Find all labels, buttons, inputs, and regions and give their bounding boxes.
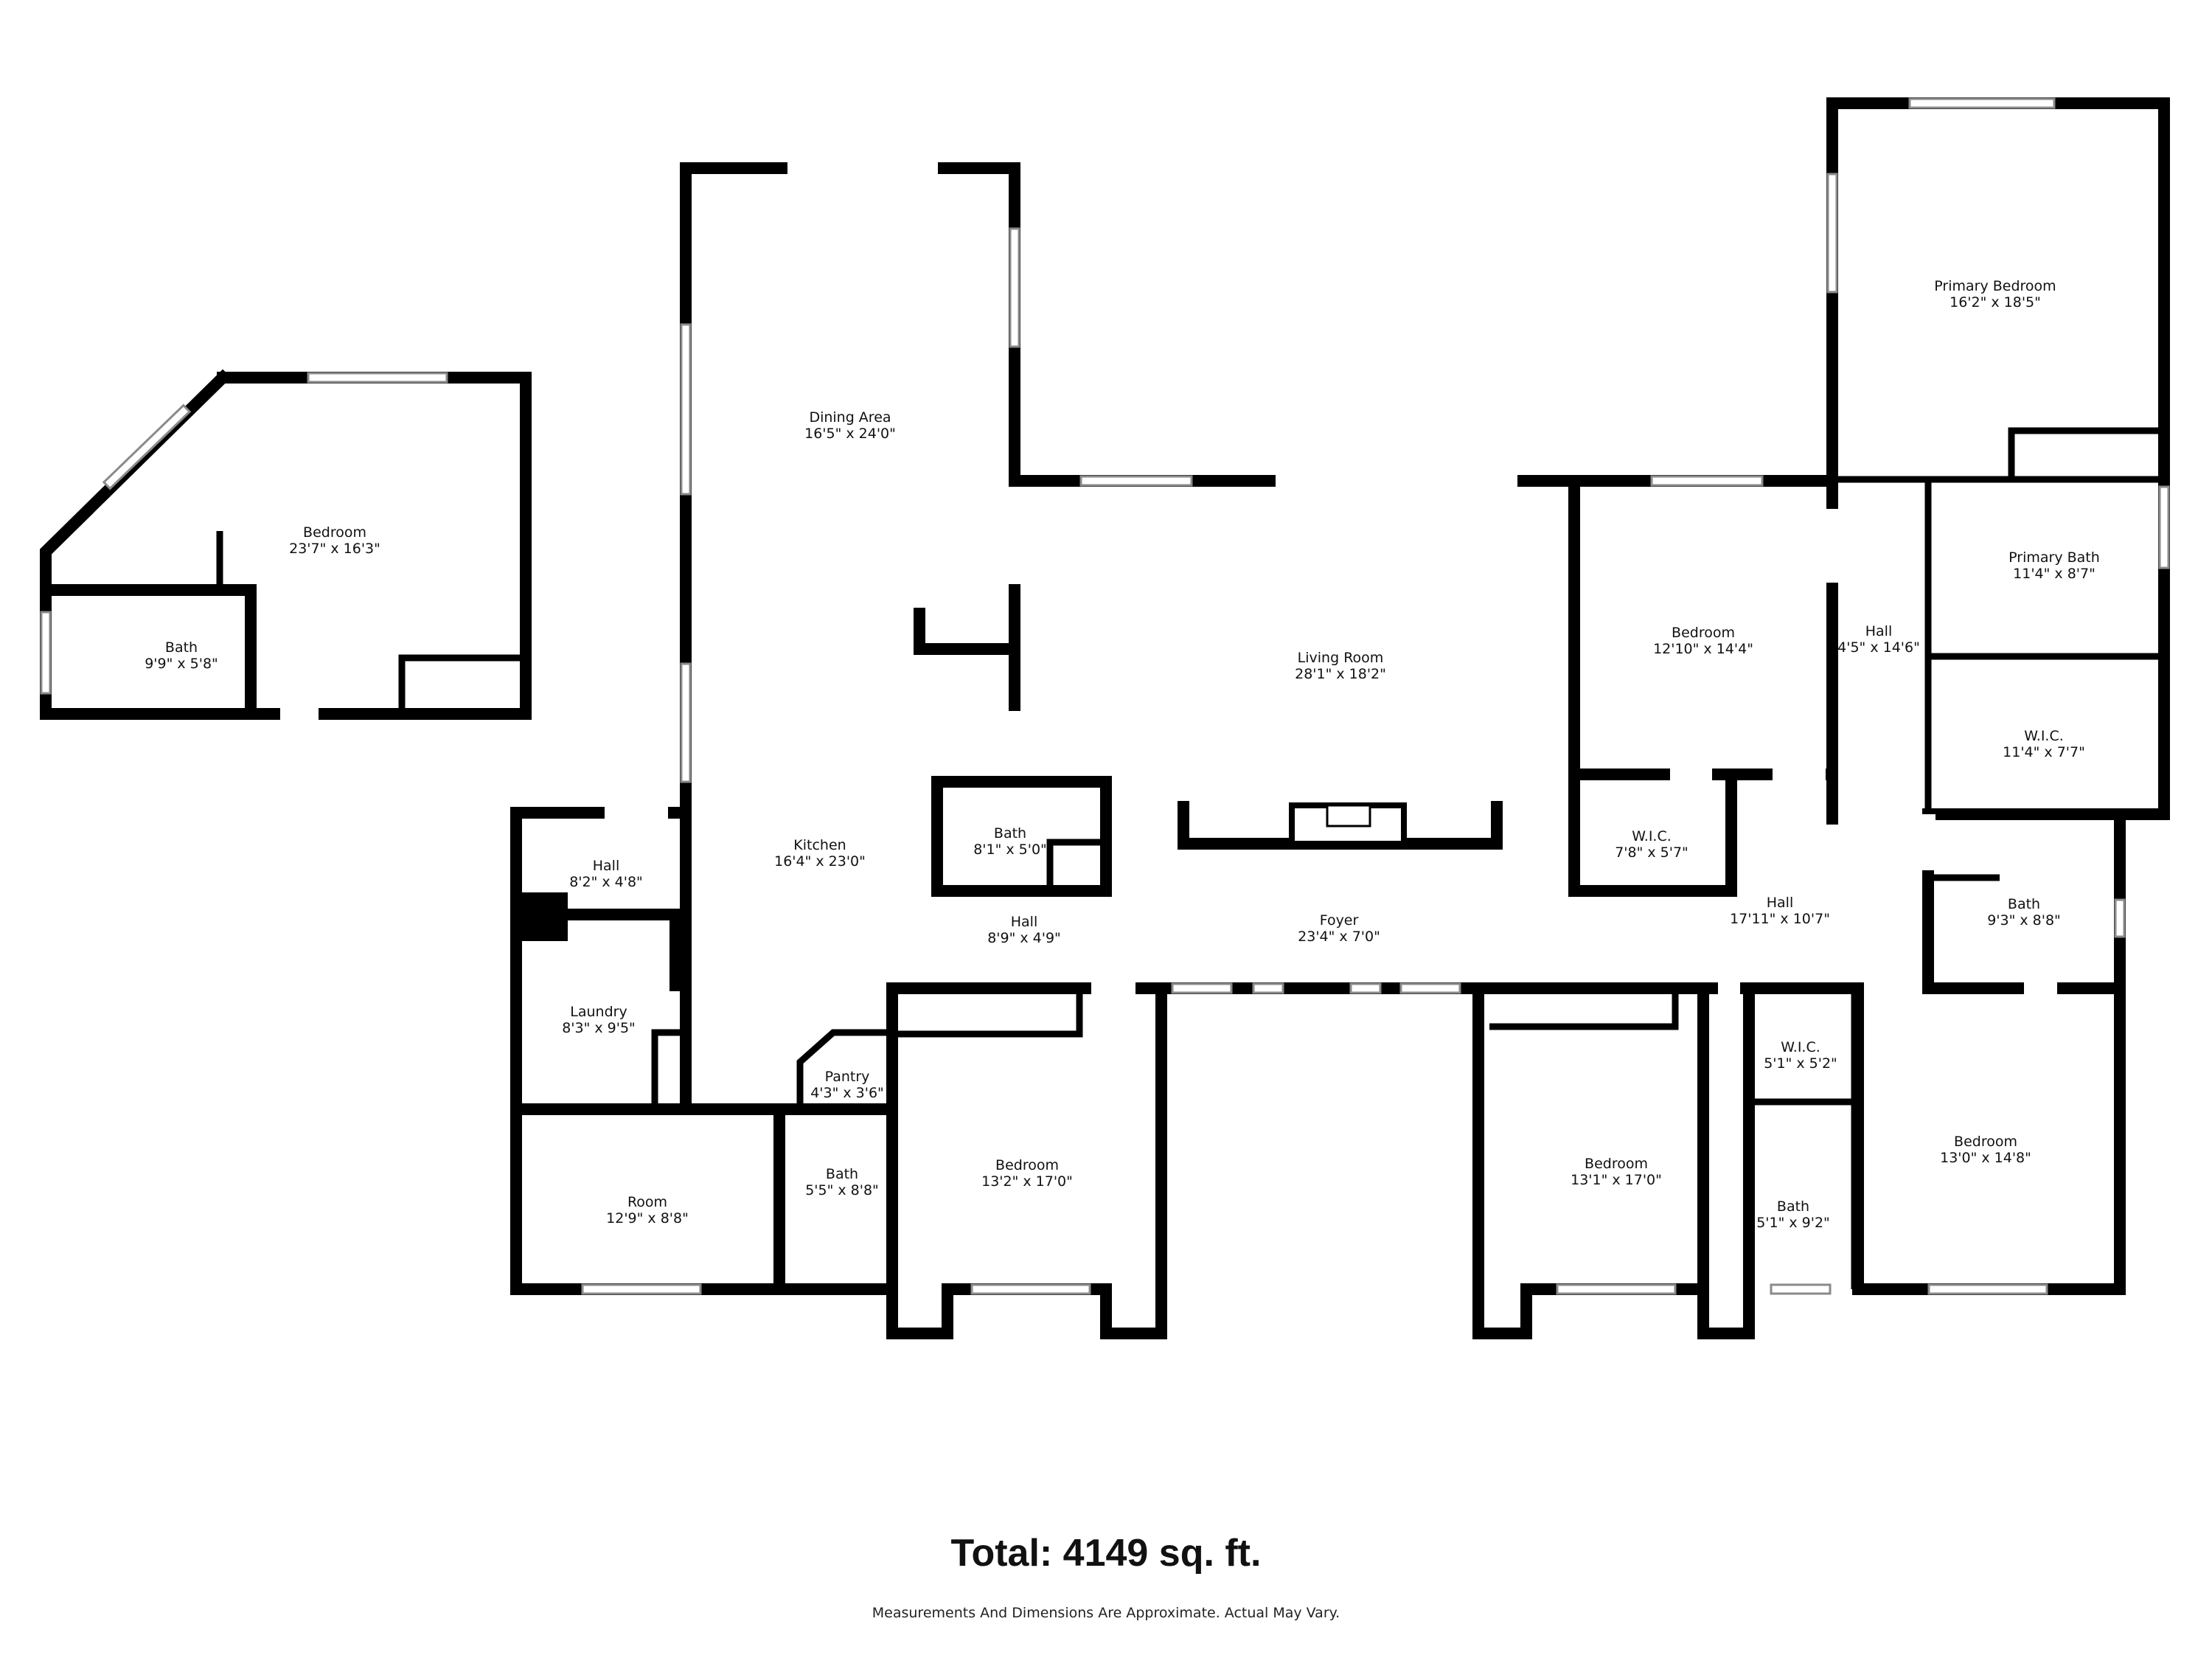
room-name: Bath (1777, 1198, 1809, 1215)
room-dimensions: 17'11" x 10'7" (1730, 911, 1830, 927)
room-name: Living Room (1298, 650, 1384, 666)
bedroom-s-closet (1489, 993, 1679, 1030)
bedroom-ne-walls (1568, 478, 1737, 897)
room-name: Kitchen (793, 837, 846, 853)
room-name: Bath (2008, 896, 2040, 912)
room-name: Hall (1865, 623, 1893, 639)
window (970, 1283, 1091, 1295)
window (1826, 173, 1838, 294)
window (1079, 475, 1193, 487)
laundry-closet (651, 1029, 682, 1106)
room-dimensions: 7'8" x 5'7" (1615, 844, 1688, 861)
room-name: Room (627, 1194, 667, 1210)
dining-kitchen-walls (680, 162, 1020, 1109)
bedroom-sw-closet (896, 993, 1083, 1038)
total-square-footage: Total: 4149 sq. ft. (950, 1532, 1262, 1575)
room-dimensions: 9'3" x 8'8" (1987, 912, 2061, 929)
room-dimensions: 16'2" x 18'5" (1950, 294, 2041, 310)
window (1770, 1283, 1832, 1295)
room-dimensions: 11'4" x 7'7" (2003, 744, 2085, 760)
room-name: Pantry (825, 1069, 870, 1085)
room-dimensions: 13'2" x 17'0" (981, 1173, 1073, 1190)
room-dimensions: 9'9" x 5'8" (145, 656, 218, 672)
room-dimensions: 23'7" x 16'3" (289, 541, 380, 557)
room-name: Bedroom (1585, 1156, 1648, 1172)
window (581, 1283, 702, 1295)
room-dimensions: 16'5" x 24'0" (804, 426, 896, 442)
hall-west-column (516, 892, 568, 941)
room-name: Hall (1767, 895, 1794, 911)
room-dimensions: 8'3" x 9'5" (562, 1020, 636, 1036)
window (2158, 485, 2170, 569)
dining-partition (914, 608, 1020, 655)
window (1908, 97, 2056, 109)
room-dimensions: 12'10" x 14'4" (1653, 641, 1753, 657)
room-name: Bath (826, 1166, 858, 1182)
window (1009, 227, 1020, 348)
room-name: Bedroom (1672, 625, 1735, 641)
bath-center-walls (931, 776, 1112, 897)
room-dimensions: 8'2" x 4'8" (569, 874, 643, 890)
room-dimensions: 16'4" x 23'0" (774, 853, 866, 870)
measurement-disclaimer: Measurements And Dimensions Are Approxim… (872, 1605, 1340, 1621)
window (1349, 982, 1382, 994)
room-name: Hall (1011, 914, 1038, 930)
room-name: Dining Area (809, 409, 891, 426)
room-name: Bedroom (303, 524, 366, 541)
room-dimensions: 5'5" x 8'8" (805, 1182, 879, 1198)
primary-bedroom-walls (1826, 97, 2170, 820)
room-name: Bedroom (1954, 1134, 2017, 1150)
room-name: Primary Bedroom (1934, 278, 2056, 294)
room-dimensions: 5'1" x 5'2" (1764, 1055, 1837, 1072)
upper-bedroom-walls (40, 369, 532, 720)
window (102, 403, 192, 490)
room-name: W.I.C. (2024, 728, 2064, 744)
window (1399, 982, 1461, 994)
window (40, 611, 52, 695)
room-dimensions: 4'3" x 3'6" (810, 1085, 884, 1101)
fireplace-firebox (1326, 804, 1371, 828)
window (1927, 1283, 2048, 1295)
room-dimensions: 11'4" x 8'7" (2013, 566, 2096, 582)
room-name: Bath (994, 825, 1026, 842)
window (1252, 982, 1284, 994)
room-dimensions: 12'9" x 8'8" (606, 1210, 689, 1226)
window (1556, 1283, 1677, 1295)
room-name: Primary Bath (2008, 549, 2100, 566)
window (680, 323, 692, 496)
laundry-pillar (669, 915, 686, 991)
room-name: W.I.C. (1781, 1039, 1820, 1055)
room-name: Bath (165, 639, 198, 656)
window (1650, 475, 1764, 487)
room-dimensions: 4'5" x 14'6" (1837, 639, 1920, 656)
openings (40, 97, 2170, 1295)
room-dimensions: 28'1" x 18'2" (1295, 666, 1386, 682)
window (307, 372, 448, 384)
room-dimensions: 13'1" x 17'0" (1571, 1172, 1662, 1188)
upper-bath-walls (43, 584, 257, 717)
room-dimensions: 13'0" x 14'8" (1940, 1150, 2031, 1166)
west-wing-walls (510, 807, 898, 1295)
primary-closet-walls (2008, 427, 2159, 479)
room-dimensions: 8'9" x 4'9" (987, 930, 1061, 946)
pantry-walls (796, 1029, 892, 1106)
room-name: Laundry (570, 1004, 627, 1020)
room-dimensions: 8'1" x 5'0" (973, 842, 1047, 858)
room-name: Foyer (1320, 912, 1359, 929)
upper-closet-walls (398, 654, 520, 711)
room-labels: Bedroom 23'7" x 16'3" Bath 9'9" x 5'8" D… (145, 278, 2100, 1231)
bedroom-s-walls (1472, 982, 1709, 1339)
room-dimensions: 23'4" x 7'0" (1298, 929, 1380, 945)
room-dimensions: 5'1" x 9'2" (1756, 1215, 1830, 1231)
window (2114, 898, 2126, 938)
bath-center-closet (1046, 839, 1106, 891)
window (1171, 982, 1233, 994)
bath-s-walls (1697, 982, 1755, 1339)
room-name: Hall (593, 858, 620, 874)
walls (40, 97, 2170, 1339)
room-name: W.I.C. (1632, 828, 1672, 844)
window (680, 662, 692, 783)
room-name: Bedroom (995, 1157, 1059, 1173)
